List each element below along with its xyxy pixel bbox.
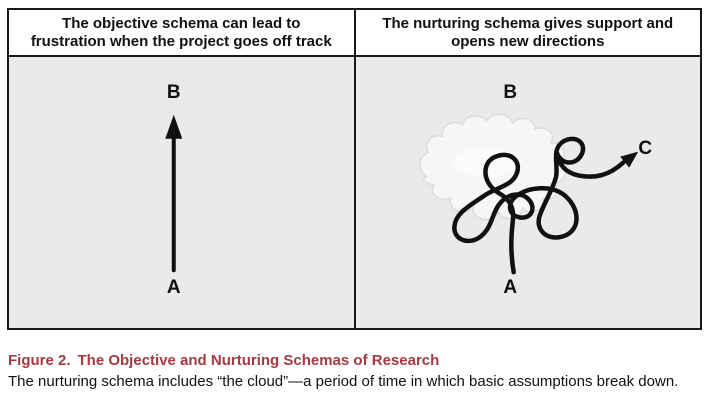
figure-title: The Objective and Nurturing Schemas of R… bbox=[77, 352, 440, 369]
tangled-path-graphic bbox=[418, 113, 638, 275]
left-panel-header: The objective schema can lead to frustra… bbox=[30, 14, 332, 50]
figure-2-diagram: The objective schema can lead to frustra… bbox=[7, 8, 702, 330]
left-panel-label-a: A bbox=[166, 277, 182, 298]
right-panel-header: The nurturing schema gives support and o… bbox=[353, 10, 701, 55]
right-panel-label-a: A bbox=[503, 277, 518, 298]
right-panel-label-c: C bbox=[638, 138, 653, 159]
figure-content-row: B A B C A bbox=[9, 57, 700, 328]
up-arrowhead-icon bbox=[165, 114, 183, 139]
straight-arrow-graphic bbox=[165, 114, 183, 273]
curved-arrowhead-icon bbox=[619, 151, 638, 168]
right-panel-label-b: B bbox=[503, 82, 518, 103]
figure-caption: Figure 2. The Objective and Nurturing Sch… bbox=[8, 351, 706, 392]
figure-caption-body: The nurturing schema includes “the cloud… bbox=[8, 373, 679, 390]
tangled-path-line bbox=[451, 136, 625, 275]
figure-number-label: Figure 2. bbox=[8, 352, 71, 369]
figure-caption-heading: Figure 2. The Objective and Nurturing Sch… bbox=[8, 351, 706, 371]
left-panel-objective-schema: B A bbox=[9, 57, 354, 328]
figure-header-row: The objective schema can lead to frustra… bbox=[9, 10, 700, 57]
left-panel-label-b: B bbox=[166, 82, 182, 103]
right-panel-nurturing-schema: B C A bbox=[353, 57, 701, 328]
